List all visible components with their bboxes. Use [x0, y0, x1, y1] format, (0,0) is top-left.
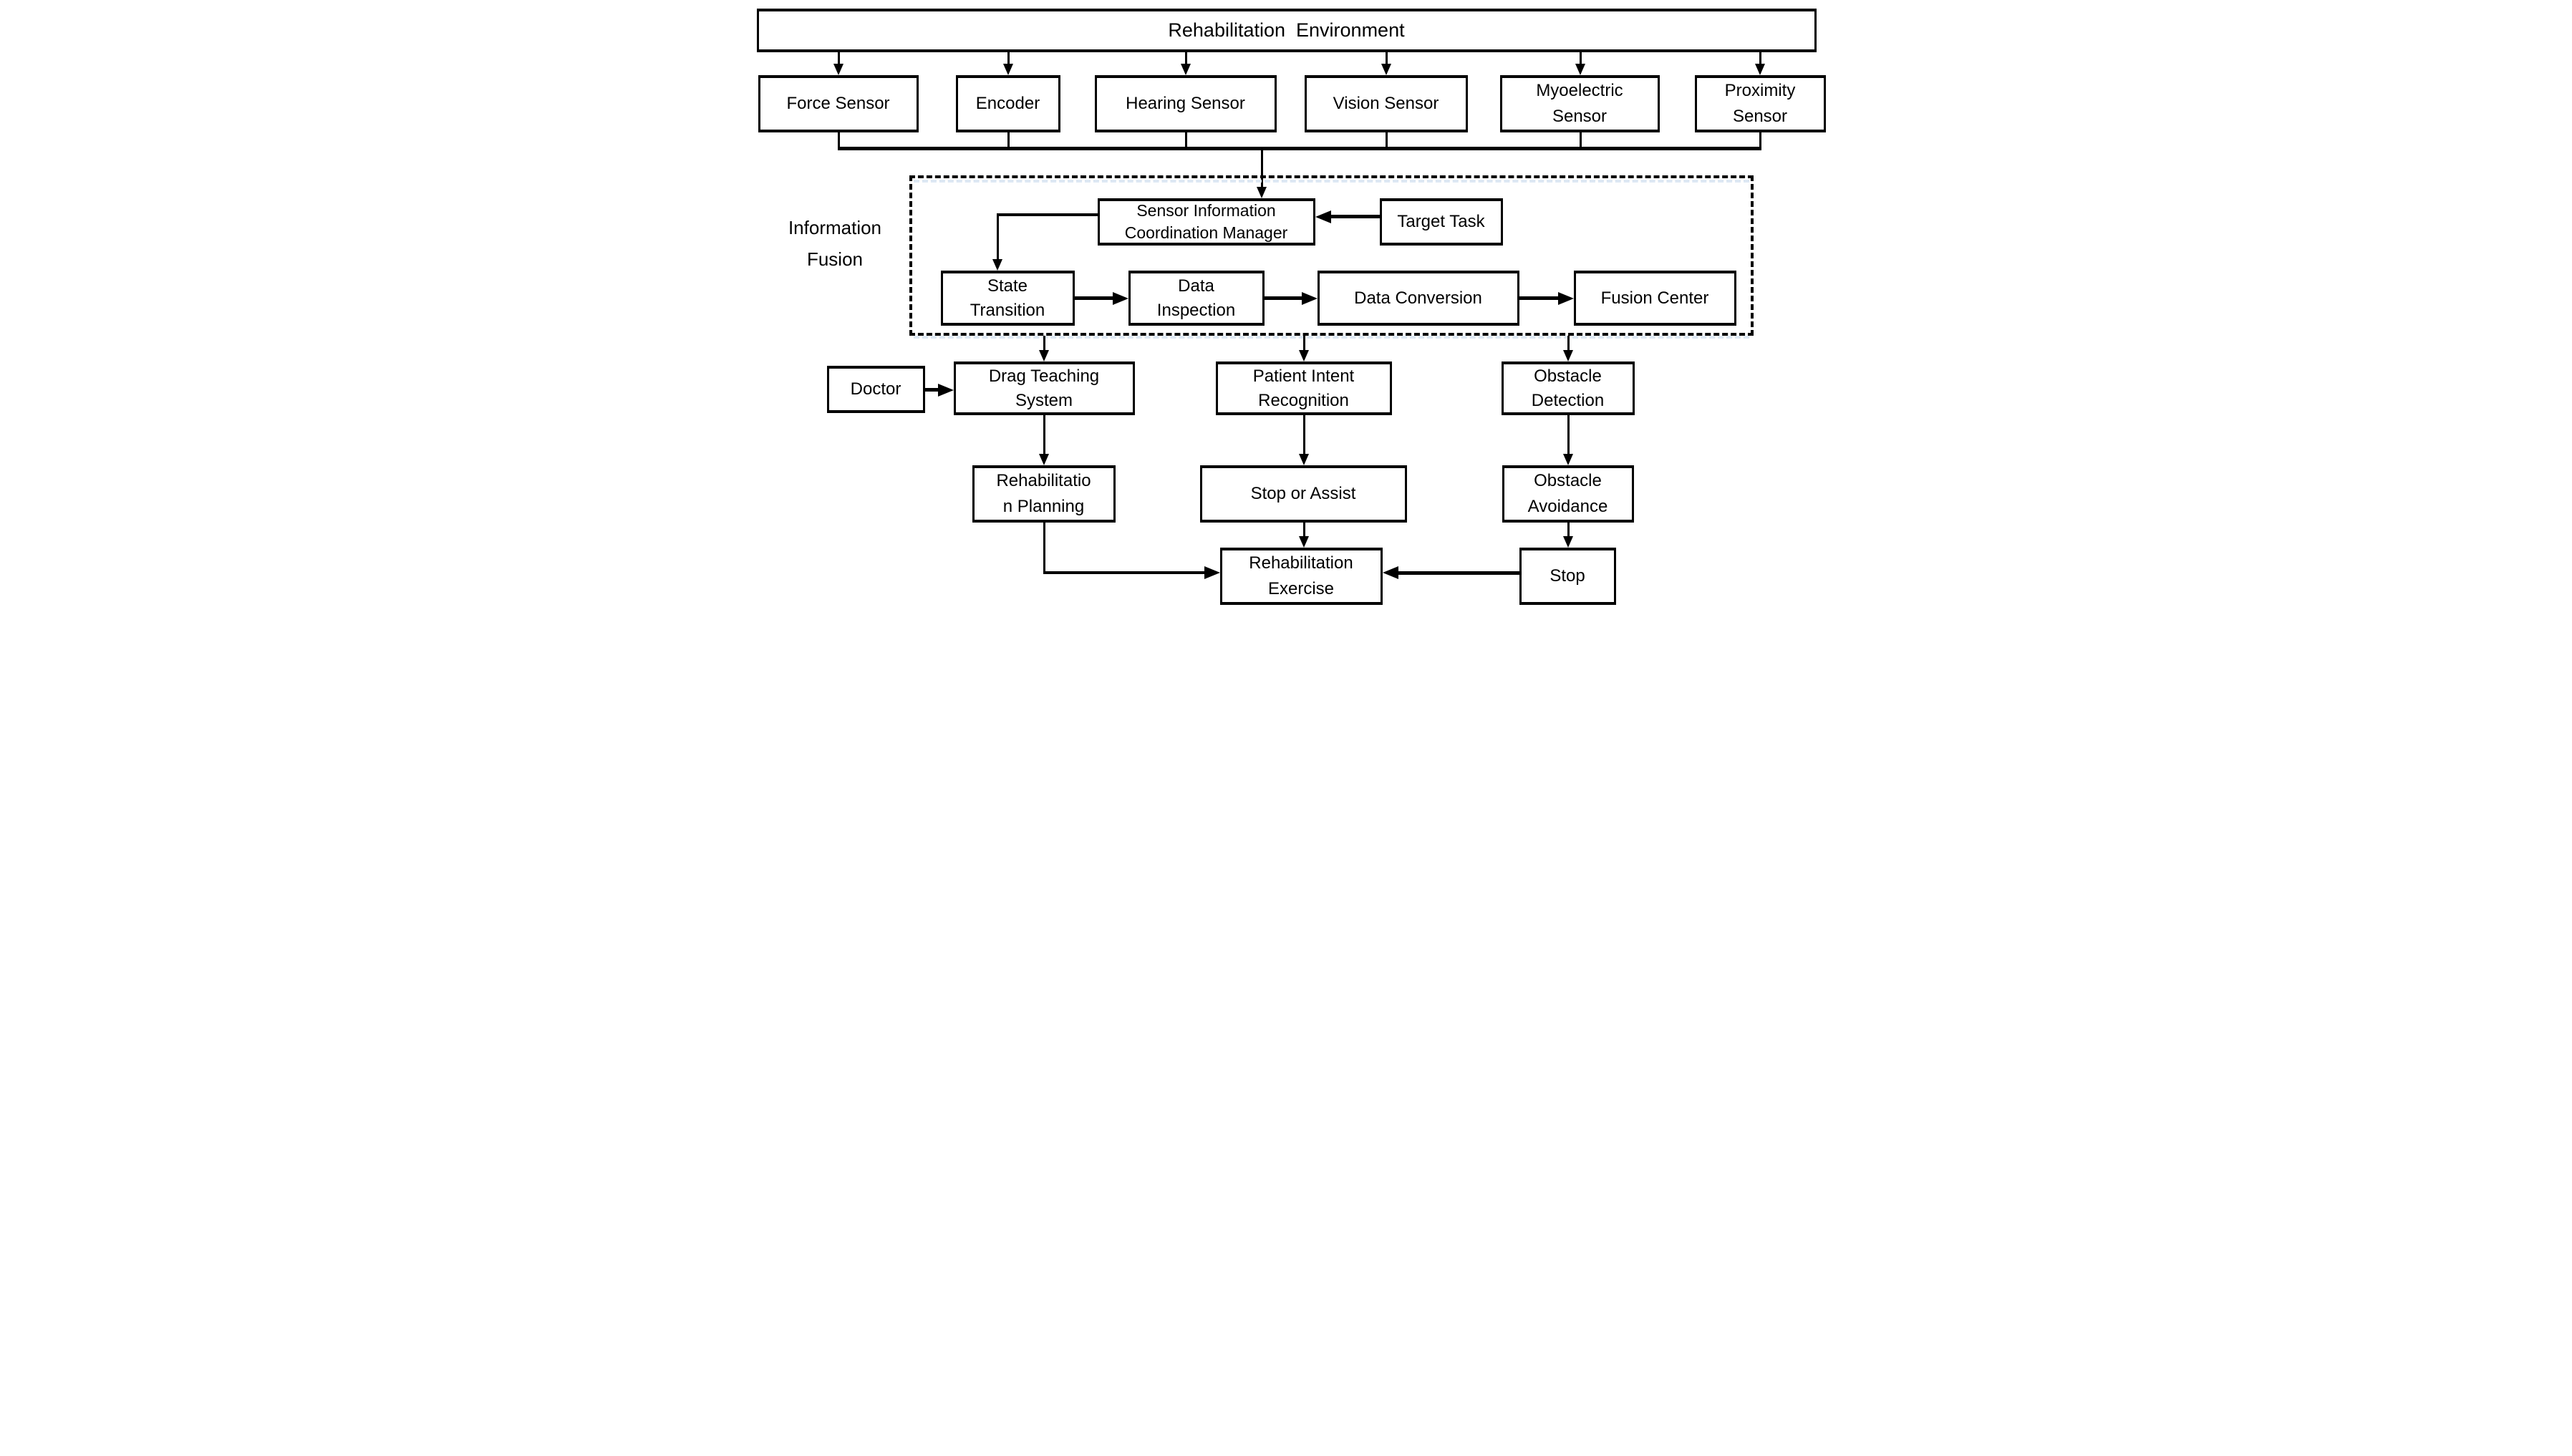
connector-title-force: [837, 52, 840, 65]
connector-datainspection-dataconversion: [1264, 296, 1302, 300]
stem-proximity-sensor: [1759, 132, 1761, 148]
node-fusion-center: Fusion Center: [1573, 271, 1736, 326]
node-patient-intent-recognition: Patient Intent Recognition: [1215, 361, 1392, 415]
connector-targettask-manager: [1330, 215, 1380, 218]
arrowhead-patientintent-stoporassist: [1298, 454, 1309, 465]
connector-title-vision: [1385, 52, 1388, 65]
node-stop-or-assist: Stop or Assist: [1199, 465, 1407, 523]
stem-hearing-sensor: [1184, 132, 1187, 148]
arrowhead-title-force: [833, 64, 843, 75]
arrowhead-fusion-dragteaching: [1038, 350, 1049, 361]
arrowhead-stoporassist-exercise: [1298, 536, 1309, 548]
connector-stoporassist-exercise: [1302, 523, 1305, 538]
stem-encoder: [1007, 132, 1010, 148]
connector-planning-elbow-h: [1043, 571, 1204, 574]
node-stop: Stop: [1519, 548, 1616, 605]
node-obstacle-detection: Obstacle Detection: [1501, 361, 1635, 415]
connector-avoidance-stop: [1567, 523, 1570, 538]
connector-fusion-patientintent: [1302, 336, 1305, 351]
connector-title-myoelectric: [1579, 52, 1582, 65]
arrowhead-manager-statetransition: [992, 259, 1002, 271]
connector-fusion-obstacledetection: [1567, 336, 1570, 351]
connector-title-proximity: [1759, 52, 1761, 65]
connector-planning-elbow-v: [1043, 523, 1045, 574]
node-encoder: Encoder: [955, 75, 1060, 132]
connector-title-hearing: [1184, 52, 1187, 65]
connector-dataconversion-fusioncenter: [1519, 296, 1558, 300]
connector-bus-manager: [1260, 148, 1263, 188]
information-fusion-group-border: [909, 175, 1754, 336]
arrowhead-fusion-patientintent: [1298, 350, 1309, 361]
node-sensor-information-coordination-manager: Sensor Information Coordination Manager: [1097, 198, 1315, 246]
node-rehabilitation-planning: Rehabilitatio n Planning: [972, 465, 1116, 523]
connector-title-encoder: [1007, 52, 1010, 65]
connector-stop-exercise: [1398, 571, 1519, 575]
diagram-title: Rehabilitation Environment: [1168, 19, 1405, 41]
node-drag-teaching-system: Drag Teaching System: [953, 361, 1135, 415]
arrowhead-title-proximity: [1754, 64, 1765, 75]
node-obstacle-avoidance: Obstacle Avoidance: [1502, 465, 1634, 523]
stem-vision-sensor: [1385, 132, 1388, 148]
connector-manager-elbow-v: [996, 213, 999, 259]
connector-dragteaching-planning: [1043, 415, 1045, 455]
node-rehabilitation-exercise: Rehabilitation Exercise: [1219, 548, 1383, 605]
arrowhead-datainspection-dataconversion: [1301, 292, 1318, 305]
sensor-bus-line: [837, 147, 1761, 150]
information-fusion-label: Information Fusion: [788, 217, 882, 270]
connector-obstacledetection-avoidance: [1567, 415, 1570, 455]
connector-manager-elbow-h: [997, 213, 1098, 216]
arrowhead-statetransition-datainspection: [1112, 292, 1128, 305]
stem-force-sensor: [837, 132, 840, 148]
node-myoelectric-sensor: Myoelectric Sensor: [1499, 75, 1660, 132]
arrowhead-bus-manager: [1256, 187, 1267, 198]
arrowhead-title-myoelectric: [1575, 64, 1585, 75]
node-target-task: Target Task: [1379, 198, 1503, 246]
dash-tint-top: [913, 180, 1749, 183]
node-rehabilitation-environment: Rehabilitation Environment: [756, 9, 1817, 52]
diagram-canvas: Rehabilitation Environment Force Sensor …: [733, 0, 1839, 626]
stem-myoelectric-sensor: [1579, 132, 1582, 148]
node-data-inspection: Data Inspection: [1128, 271, 1265, 326]
arrowhead-targettask-manager: [1315, 210, 1331, 223]
node-vision-sensor: Vision Sensor: [1304, 75, 1468, 132]
arrowhead-title-encoder: [1002, 64, 1013, 75]
connector-doctor-dragteaching: [924, 388, 938, 392]
node-hearing-sensor: Hearing Sensor: [1094, 75, 1277, 132]
arrowhead-title-hearing: [1180, 64, 1191, 75]
node-doctor: Doctor: [826, 366, 925, 413]
dash-tint-bottom: [913, 336, 1749, 339]
arrowhead-doctor-dragteaching: [937, 384, 954, 397]
connector-statetransition-datainspection: [1074, 296, 1113, 300]
arrowhead-dataconversion-fusioncenter: [1557, 292, 1574, 305]
arrowhead-stop-exercise: [1382, 566, 1398, 579]
connector-patientintent-stoporassist: [1302, 415, 1305, 455]
arrowhead-fusion-obstacledetection: [1562, 350, 1573, 361]
arrowhead-avoidance-stop: [1562, 536, 1573, 548]
node-force-sensor: Force Sensor: [758, 75, 919, 132]
node-data-conversion: Data Conversion: [1317, 271, 1519, 326]
arrowhead-title-vision: [1381, 64, 1391, 75]
node-proximity-sensor: Proximity Sensor: [1694, 75, 1826, 132]
node-state-transition: State Transition: [940, 271, 1075, 326]
arrowhead-obstacledetection-avoidance: [1562, 454, 1573, 465]
connector-fusion-dragteaching: [1043, 336, 1045, 351]
arrowhead-dragteaching-planning: [1038, 454, 1049, 465]
arrowhead-planning-exercise: [1204, 566, 1220, 579]
